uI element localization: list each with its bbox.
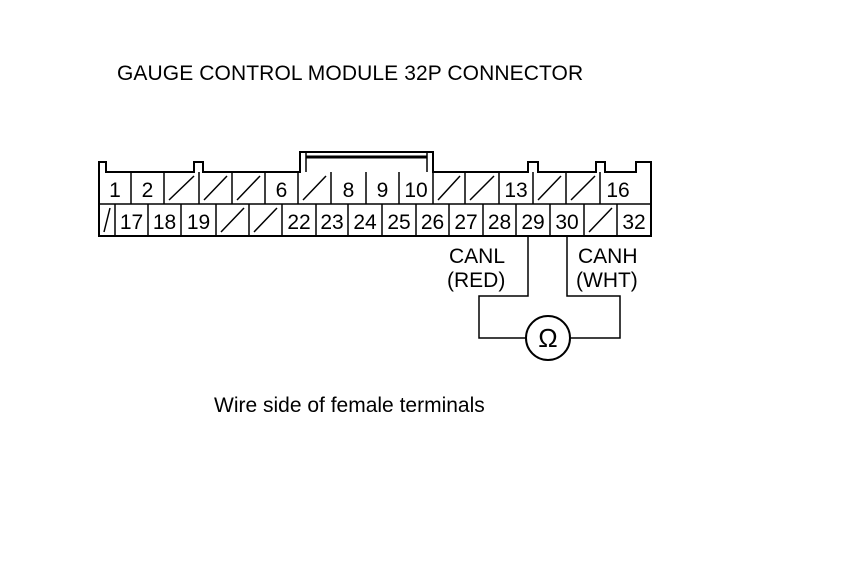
empty-terminal-slash	[236, 175, 261, 201]
empty-terminal-slash	[253, 207, 278, 233]
bottom-terminal-19: 19	[187, 211, 210, 234]
canl-color-label: (RED)	[447, 269, 505, 292]
top-terminal-2: 2	[142, 179, 154, 202]
empty-terminal-slash	[437, 175, 461, 201]
bottom-terminal-17: 17	[120, 211, 143, 234]
bottom-terminal-28: 28	[488, 211, 511, 234]
bottom-terminal-25: 25	[387, 211, 410, 234]
empty-terminal-slash	[570, 175, 596, 201]
empty-terminal-slash	[220, 207, 245, 233]
bottom-terminal-29: 29	[521, 211, 544, 234]
top-terminal-6: 6	[276, 179, 288, 202]
bottom-terminal-18: 18	[153, 211, 176, 234]
top-terminal-10: 10	[404, 179, 427, 202]
ohmmeter-icon: Ω	[525, 315, 571, 361]
bottom-terminal-22: 22	[287, 211, 310, 234]
top-terminal-1: 1	[109, 179, 121, 202]
empty-terminal-slash	[537, 175, 562, 201]
canh-color-label: (WHT)	[576, 269, 638, 292]
bottom-terminal-24: 24	[353, 211, 377, 234]
bottom-terminal-23: 23	[320, 211, 343, 234]
empty-terminal-slash	[103, 207, 111, 233]
empty-terminal-slash	[588, 207, 613, 233]
diagram-caption: Wire side of female terminals	[214, 394, 485, 417]
ohm-symbol: Ω	[538, 323, 557, 353]
canl-label: CANL	[449, 245, 505, 268]
meter-leads	[478, 236, 621, 339]
empty-terminal-slash	[168, 175, 195, 201]
top-terminal-9: 9	[377, 179, 389, 202]
empty-terminal-slash	[203, 175, 228, 201]
connector-outline	[98, 151, 652, 237]
canh-label: CANH	[578, 245, 638, 268]
bottom-terminal-26: 26	[421, 211, 444, 234]
empty-terminal-slash	[302, 175, 327, 201]
top-terminal-13: 13	[504, 179, 527, 202]
bottom-terminal-27: 27	[454, 211, 477, 234]
connector-bottom-row: 17 18 19 22 23 24 25 26 27 28 29 30 32	[103, 204, 646, 236]
empty-terminal-slash	[469, 175, 495, 201]
bottom-terminal-30: 30	[555, 211, 578, 234]
bottom-terminal-32: 32	[622, 211, 645, 234]
diagram-title: GAUGE CONTROL MODULE 32P CONNECTOR	[117, 62, 584, 85]
top-terminal-8: 8	[343, 179, 355, 202]
top-terminal-16: 16	[606, 179, 629, 202]
